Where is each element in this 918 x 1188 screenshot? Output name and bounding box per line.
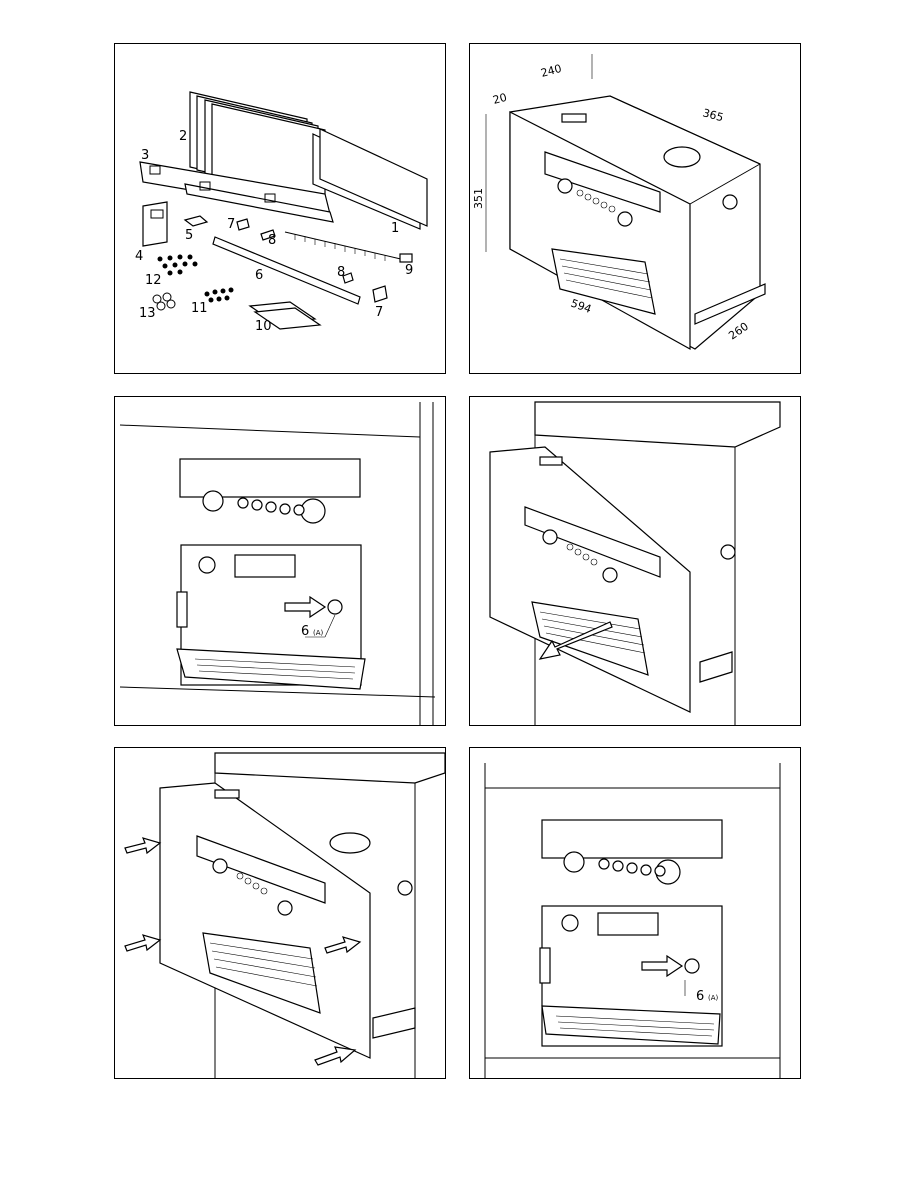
installed-detail-panel: 6 (A) bbox=[469, 747, 801, 1079]
label-12: 12 bbox=[145, 273, 162, 288]
drawer-pull-panel bbox=[469, 396, 801, 726]
callout-6: 6 bbox=[696, 989, 704, 1004]
label-5: 5 bbox=[185, 228, 193, 243]
push-in-panel bbox=[114, 747, 446, 1079]
callout-6-sub: (A) bbox=[313, 629, 324, 637]
machine-dimensions-drawing: 240 20 365 351 594 260 bbox=[472, 54, 766, 351]
label-7a: 7 bbox=[227, 217, 235, 232]
label-11: 11 bbox=[191, 301, 208, 316]
dim-365: 365 bbox=[701, 106, 725, 124]
dim-594: 594 bbox=[569, 297, 593, 316]
parts-diagram: 1 2 3 4 5 6 7 7 8 8 9 10 11 12 13 bbox=[135, 91, 428, 334]
label-2: 2 bbox=[179, 129, 187, 144]
label-3: 3 bbox=[141, 148, 149, 163]
installed-machine-detail-drawing: 6 (A) bbox=[484, 763, 781, 1078]
callout-6-sub: (A) bbox=[708, 994, 719, 1002]
parts-diagram-panel: 1 2 3 4 5 6 7 7 8 8 9 10 11 12 13 bbox=[114, 43, 446, 374]
installed-front-panel: 6 (A) bbox=[114, 396, 446, 726]
dimensions-panel: 240 20 365 351 594 260 bbox=[469, 43, 801, 374]
label-9: 9 bbox=[405, 263, 413, 278]
dim-260: 260 bbox=[726, 320, 751, 343]
screws-icon bbox=[157, 254, 198, 276]
label-4: 4 bbox=[135, 249, 143, 264]
label-13: 13 bbox=[139, 306, 156, 321]
label-6: 6 bbox=[255, 268, 263, 283]
drawer-pull-out-drawing bbox=[489, 401, 781, 725]
label-10: 10 bbox=[255, 319, 272, 334]
dim-240: 240 bbox=[539, 62, 563, 80]
dim-351: 351 bbox=[472, 188, 485, 209]
label-1: 1 bbox=[391, 221, 399, 236]
label-7b: 7 bbox=[375, 305, 383, 320]
callout-6: 6 bbox=[301, 624, 309, 639]
push-in-arrows-drawing bbox=[124, 752, 445, 1078]
dim-20: 20 bbox=[491, 91, 508, 107]
label-8a: 8 bbox=[268, 233, 276, 248]
label-8b: 8 bbox=[337, 265, 345, 280]
installed-machine-drawing: 6 (A) bbox=[119, 402, 436, 725]
